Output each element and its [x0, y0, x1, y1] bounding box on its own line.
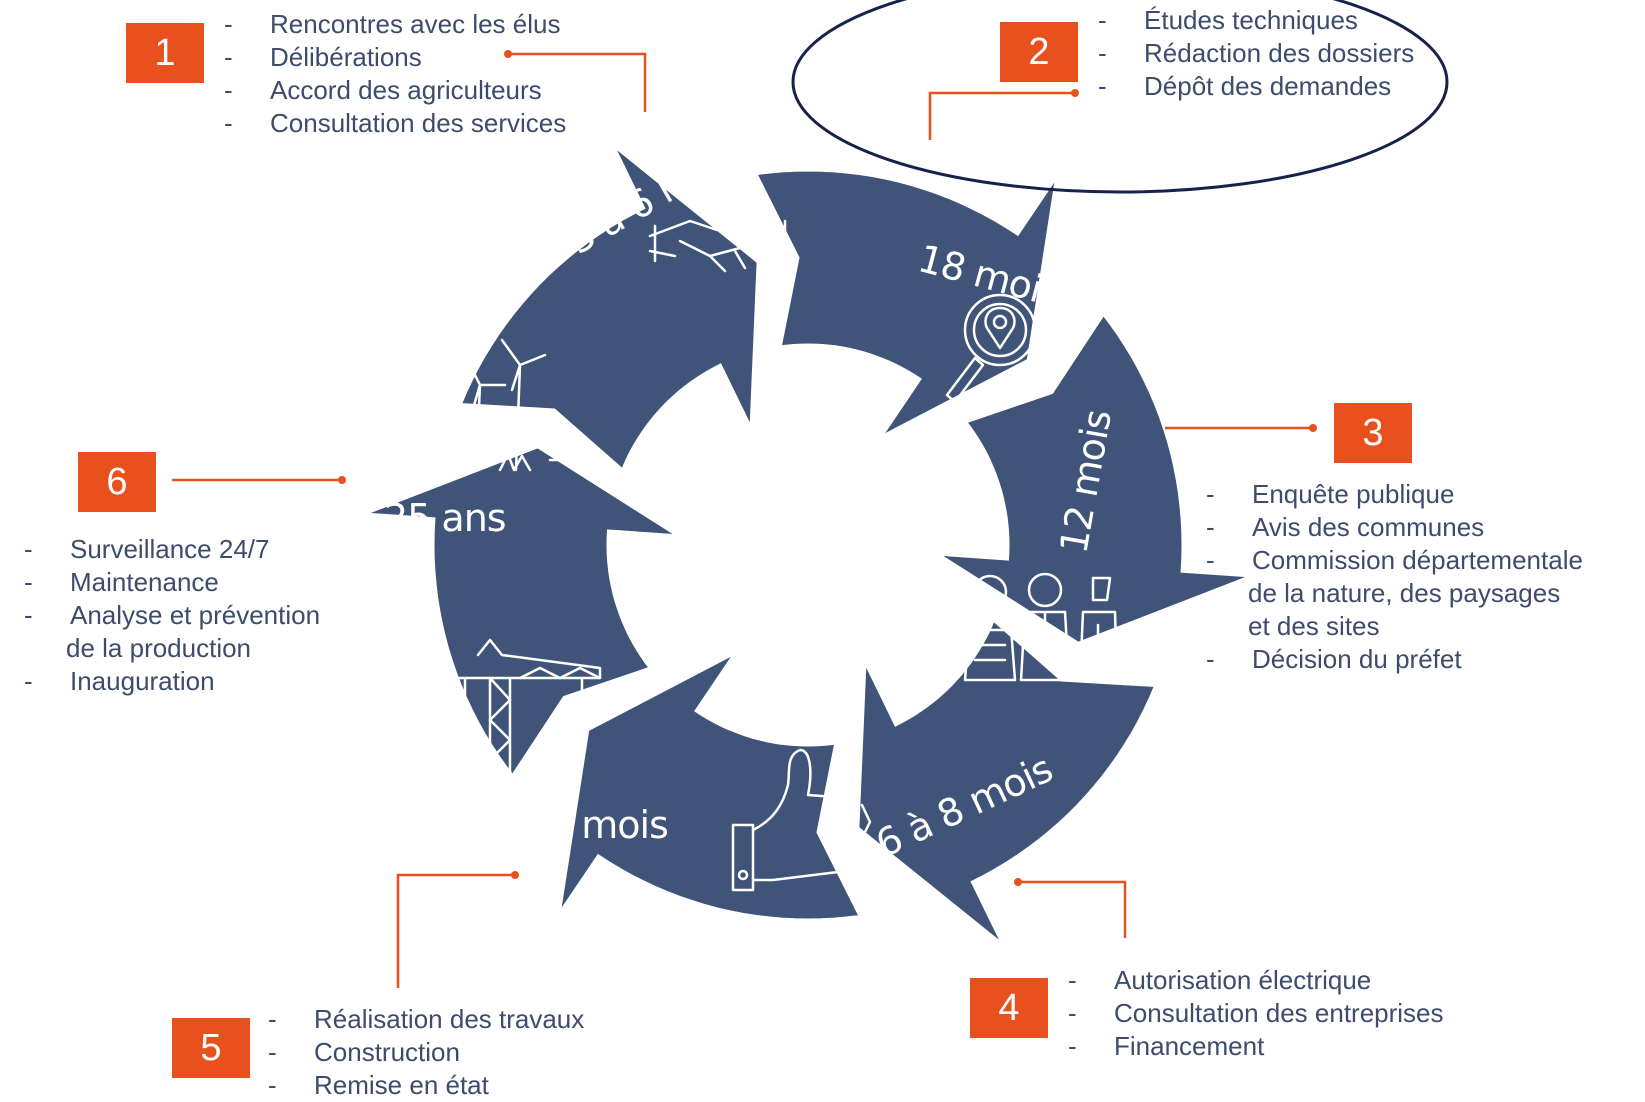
connector-5 — [396, 873, 515, 988]
highlight-ellipse — [791, 0, 1449, 194]
stage-1-badge: 1 — [126, 23, 204, 83]
stage-1-item: Délibérations — [218, 41, 566, 74]
arrow-segment-3 — [936, 311, 1253, 645]
stage-3-item: de la nature, des paysages — [1248, 578, 1561, 608]
stage-6-item: Maintenance — [18, 566, 320, 599]
stage-1-item: Rencontres avec les élus — [218, 8, 566, 41]
cycle-arrows — [363, 143, 1253, 947]
stage-6-item: Analyse et prévention — [18, 599, 320, 632]
stage-2-item: Études techniques — [1092, 4, 1414, 37]
stage-2-item: Dépôt des demandes — [1092, 70, 1414, 103]
people-icon — [963, 572, 1119, 682]
duration-6: 25 ans — [384, 496, 506, 540]
connector-2 — [928, 91, 1075, 140]
stage-4-list: Autorisation électrique Consultation des… — [1062, 964, 1444, 1063]
stage-2-item: Rédaction des dossiers — [1092, 37, 1414, 70]
stage-6-badge: 6 — [78, 452, 156, 512]
stage-5-badge: 5 — [172, 1018, 250, 1078]
stage-3-list: Enquête publique Avis des communes Commi… — [1200, 478, 1583, 676]
stage-6-item: de la production — [66, 633, 252, 663]
stage-3-item: Avis des communes — [1200, 511, 1583, 544]
wind-turbines-icon — [408, 333, 567, 472]
arrow-segment-2 — [753, 168, 1059, 439]
stage-2-badge: 2 — [1000, 22, 1078, 82]
stage-6-item: Inauguration — [18, 665, 320, 698]
stage-3-item: Enquête publique — [1200, 478, 1583, 511]
stage-3-item: Commission départementale — [1200, 544, 1583, 577]
stage-5-list: Réalisation des travaux Construction Rem… — [262, 1003, 584, 1102]
crane-icon — [443, 638, 602, 810]
stage-1-item: Consultation des services — [218, 107, 566, 140]
arrow-segment-6 — [363, 445, 680, 779]
arrow-segment-1 — [458, 143, 760, 473]
stage-4-item: Autorisation électrique — [1062, 964, 1444, 997]
stage-3-item: Décision du préfet — [1200, 643, 1583, 676]
stage-3-badge: 3 — [1334, 403, 1412, 463]
stage-3-item: et des sites — [1248, 611, 1380, 641]
duration-5: 8 mois — [547, 803, 668, 847]
arrow-segment-5 — [557, 651, 863, 922]
thumbs-up-icon — [731, 748, 872, 892]
stage-6-list: Surveillance 24/7 Maintenance Analyse et… — [18, 533, 320, 698]
stage-4-item: Consultation des entreprises — [1062, 997, 1444, 1030]
stage-5-item: Réalisation des travaux — [262, 1003, 584, 1036]
magnifier-pin-icon — [945, 293, 1037, 404]
stage-4-item: Financement — [1062, 1030, 1444, 1063]
stage-5-item: Remise en état — [262, 1069, 584, 1102]
stage-5-item: Construction — [262, 1036, 584, 1069]
connector-4 — [1018, 880, 1127, 938]
stage-1-item: Accord des agriculteurs — [218, 74, 566, 107]
stage-2-list: Études techniques Rédaction des dossiers… — [1092, 4, 1414, 103]
stage-6-item: Surveillance 24/7 — [18, 533, 320, 566]
stage-4-badge: 4 — [970, 978, 1048, 1038]
stage-1-list: Rencontres avec les élus Délibérations A… — [218, 8, 566, 140]
handshake-icon — [648, 198, 787, 273]
arrow-segment-4 — [856, 617, 1158, 947]
